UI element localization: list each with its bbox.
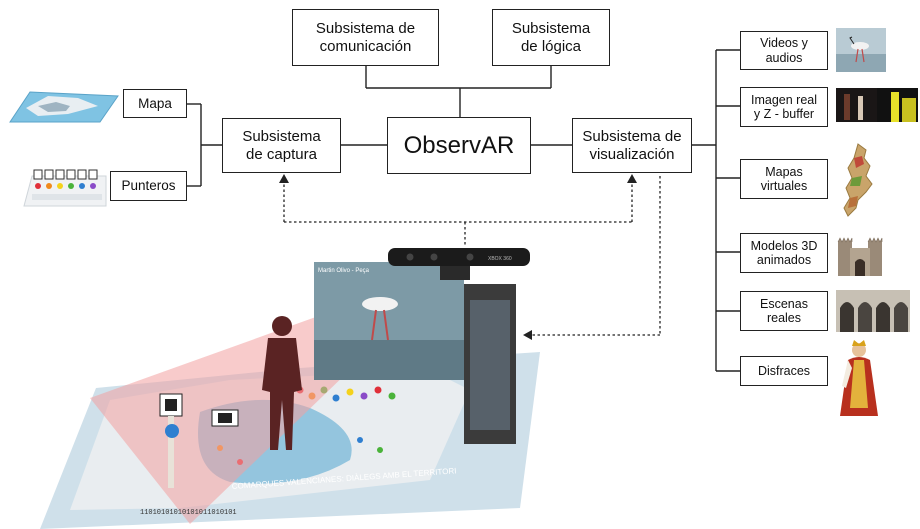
zbuffer-output-box: Imagen real y Z - buffer bbox=[740, 87, 828, 127]
mapas-virtuales-output-box: Mapas virtuales bbox=[740, 159, 828, 199]
captura-subsystem-box: Subsistema de captura bbox=[222, 118, 341, 173]
escenas-reales-output-box: Escenas reales bbox=[740, 291, 828, 331]
kinect-label: XBOX 360 bbox=[488, 256, 512, 262]
punteros-input-box: Punteros bbox=[110, 171, 187, 201]
region-map-thumbnail-icon bbox=[843, 143, 873, 217]
castle-model-thumbnail-icon bbox=[837, 237, 883, 276]
visitor-silhouette bbox=[262, 316, 302, 450]
videos-audios-output-box: Videos y audios bbox=[740, 31, 828, 70]
binary-strip-text: 11010101010101011010101 bbox=[140, 509, 237, 517]
map-thumbnail-icon bbox=[9, 91, 119, 123]
zbuffer-thumbnail-icon bbox=[836, 88, 918, 122]
mapa-input-box: Mapa bbox=[123, 89, 187, 118]
pointers-thumbnail-icon bbox=[23, 169, 107, 207]
observar-core-box: ObservAR bbox=[387, 117, 531, 174]
modelos-3d-output-box: Modelos 3D animados bbox=[740, 233, 828, 273]
bird-video-thumbnail-icon bbox=[836, 28, 886, 72]
disfraces-output-box: Disfraces bbox=[740, 356, 828, 386]
costume-figure-thumbnail-icon bbox=[840, 340, 878, 416]
comunicacion-subsystem-box: Subsistema de comunicación bbox=[292, 9, 439, 66]
screen-caption: Martin Olivo - Peça bbox=[318, 268, 370, 274]
cloister-photo-thumbnail-icon bbox=[836, 290, 910, 332]
ar-installation-scene: Martin Olivo - Peça XBOX 360 COMARQUES V… bbox=[40, 248, 540, 529]
kinect-sensor-icon bbox=[388, 248, 530, 266]
visualizacion-subsystem-box: Subsistema de visualización bbox=[572, 118, 692, 173]
logica-subsystem-box: Subsistema de lógica bbox=[492, 9, 610, 66]
